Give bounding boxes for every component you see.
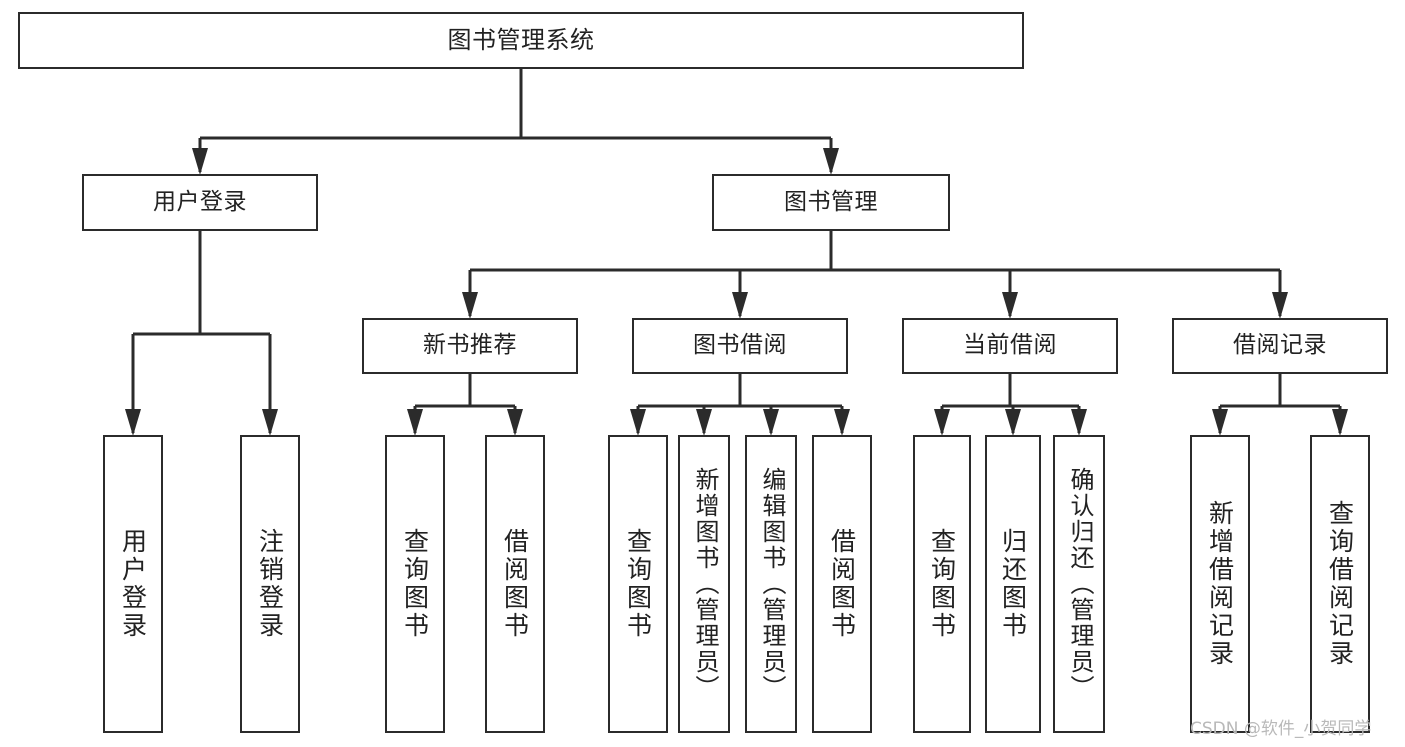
node-label: 查询图书: [400, 528, 430, 640]
node-label: 图书管理系统: [447, 26, 595, 55]
node-label: 用户登录: [118, 528, 148, 640]
node-leaf-borrow-book-1[interactable]: 借阅图书: [485, 435, 545, 733]
node-label: 借阅记录: [1233, 332, 1327, 359]
node-label: 图书借阅: [693, 332, 787, 359]
node-borrow-record[interactable]: 借阅记录: [1172, 318, 1388, 374]
arrowhead-new-book-rec: [462, 292, 478, 319]
node-current-borrow[interactable]: 当前借阅: [902, 318, 1118, 374]
arrowhead-leaf-logout: [262, 409, 278, 436]
arrowhead-leaf-query-book-3: [934, 409, 950, 436]
arrowhead-leaf-add-book-admin: [696, 409, 712, 436]
arrowhead-leaf-confirm-return-admin: [1071, 409, 1087, 436]
node-leaf-add-borrow-record[interactable]: 新增借阅记录: [1190, 435, 1250, 733]
node-leaf-edit-book-admin[interactable]: 编辑图书（管理员）: [745, 435, 797, 733]
arrowhead-leaf-user-login: [125, 409, 141, 436]
node-label: 借阅图书: [827, 528, 857, 640]
node-label: 新增图书（管理员）: [690, 467, 719, 701]
node-leaf-query-book-3[interactable]: 查询图书: [913, 435, 971, 733]
arrowhead-leaf-borrow-book-2: [834, 409, 850, 436]
node-root[interactable]: 图书管理系统: [18, 12, 1024, 69]
node-user-login[interactable]: 用户登录: [82, 174, 318, 231]
node-leaf-query-borrow-record[interactable]: 查询借阅记录: [1310, 435, 1370, 733]
arrowhead-book-borrow: [732, 292, 748, 319]
node-label: 新书推荐: [423, 332, 517, 359]
arrowhead-borrow-record: [1272, 292, 1288, 319]
node-label: 查询图书: [623, 528, 653, 640]
arrowhead-leaf-edit-book-admin: [763, 409, 779, 436]
arrowhead-book-manage: [823, 148, 839, 175]
watermark: CSDN @软件_小贺同学: [1190, 719, 1372, 739]
node-leaf-add-book-admin[interactable]: 新增图书（管理员）: [678, 435, 730, 733]
arrowhead-leaf-add-borrow-record: [1212, 409, 1228, 436]
node-book-borrow[interactable]: 图书借阅: [632, 318, 848, 374]
arrowhead-current-borrow: [1002, 292, 1018, 319]
node-label: 当前借阅: [963, 332, 1057, 359]
node-new-book-rec[interactable]: 新书推荐: [362, 318, 578, 374]
node-leaf-borrow-book-2[interactable]: 借阅图书: [812, 435, 872, 733]
node-leaf-query-book-1[interactable]: 查询图书: [385, 435, 445, 733]
arrowhead-leaf-return-book: [1005, 409, 1021, 436]
node-label: 借阅图书: [500, 528, 530, 640]
node-label: 查询借阅记录: [1325, 500, 1355, 668]
node-label: 确认归还（管理员）: [1065, 467, 1094, 701]
arrowhead-user-login: [192, 148, 208, 175]
arrowhead-leaf-borrow-book-1: [507, 409, 523, 436]
arrowhead-leaf-query-book-2: [630, 409, 646, 436]
node-leaf-confirm-return-admin[interactable]: 确认归还（管理员）: [1053, 435, 1105, 733]
node-label: 编辑图书（管理员）: [757, 467, 786, 701]
arrowhead-leaf-query-borrow-record: [1332, 409, 1348, 436]
node-leaf-logout[interactable]: 注销登录: [240, 435, 300, 733]
node-label: 图书管理: [784, 188, 878, 215]
node-book-manage[interactable]: 图书管理: [712, 174, 950, 231]
node-leaf-query-book-2[interactable]: 查询图书: [608, 435, 668, 733]
node-label: 注销登录: [255, 528, 285, 640]
node-label: 新增借阅记录: [1205, 500, 1235, 668]
node-label: 查询图书: [927, 528, 957, 640]
node-label: 用户登录: [153, 188, 247, 215]
node-leaf-user-login[interactable]: 用户登录: [103, 435, 163, 733]
node-label: 归还图书: [998, 528, 1028, 640]
arrowhead-leaf-query-book-1: [407, 409, 423, 436]
node-leaf-return-book[interactable]: 归还图书: [985, 435, 1041, 733]
